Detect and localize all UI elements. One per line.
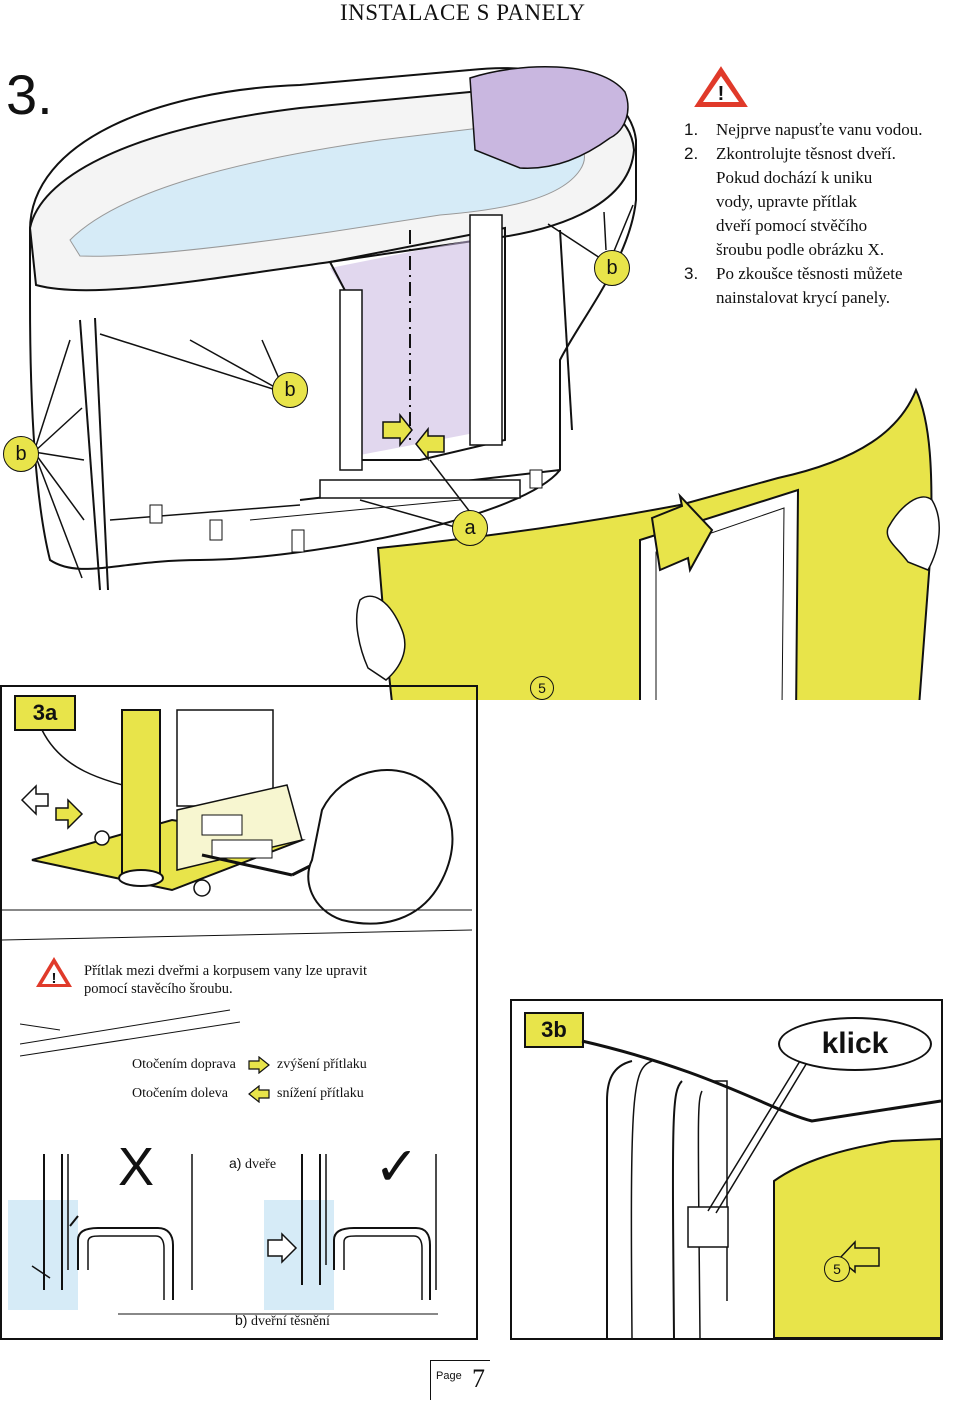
label-b: b) dveřní těsnění <box>235 1312 330 1330</box>
panel-3a <box>0 685 478 1340</box>
arrow-right-icon <box>248 1056 270 1074</box>
instruction-line: Zkontrolujte těsnost dveří. <box>716 144 896 163</box>
page-number: 7 <box>472 1364 485 1393</box>
panel-3b-label: 3b <box>524 1012 584 1048</box>
rotate-right-result: zvýšení přítlaku <box>277 1057 367 1072</box>
instruction-line: Pokud dochází k uniku <box>716 168 873 187</box>
adjust-note: Přítlak mezi dveřmi a korpusem vany lze … <box>84 962 474 998</box>
callout-b: b <box>3 436 39 472</box>
step-number: 3. <box>6 63 53 126</box>
warning-icon: ! <box>694 66 748 107</box>
instruction-number: 3. <box>684 264 699 283</box>
svg-text:!: ! <box>718 83 725 105</box>
adjust-note-line: Přítlak mezi dveřmi a korpusem vany lze … <box>84 963 368 979</box>
callout-5: 5 <box>530 676 554 700</box>
callout-b: b <box>272 372 308 408</box>
adjust-screw-illustration <box>2 709 473 941</box>
page-title: INSTALACE S PANELY <box>340 0 586 25</box>
page-label: Page <box>436 1370 462 1382</box>
right-mark: ✓ <box>374 1137 420 1197</box>
label-a-letter: a) <box>229 1155 242 1171</box>
rotate-left-label: Otočením doleva <box>132 1086 229 1101</box>
label-b-letter: b) <box>235 1312 248 1328</box>
page-footer <box>430 1360 490 1400</box>
floor-lines <box>20 1009 240 1057</box>
hand-icon <box>355 595 406 681</box>
klick-illustration <box>581 1039 941 1338</box>
hand-icon <box>307 769 454 925</box>
label-a-text: dveře <box>244 1157 277 1172</box>
label-a: a) dveře <box>229 1155 276 1173</box>
instruction-1: 1. Nejprve napusťte vanu vodou. <box>684 118 923 142</box>
instruction-line: Nejprve napusťte vanu vodou. <box>716 120 923 139</box>
instruction-line: šroubu podle obrázku X. <box>716 240 885 259</box>
instruction-line: vody, upravte přítlak <box>716 192 857 211</box>
instruction-number: 2. <box>684 144 699 163</box>
wrong-mark: X <box>118 1137 155 1197</box>
rotate-left-result: snížení přítlaku <box>277 1086 364 1101</box>
label-b-text: dveřní těsnění <box>250 1314 330 1329</box>
hand-icon <box>886 496 940 571</box>
instruction-2: 2. Zkontrolujte těsnost dveří. Pokud doch… <box>684 142 896 262</box>
door-seal-diagrams <box>8 1154 438 1315</box>
instruction-3: 3. Po zkoušce těsnosti můžete nainstalova… <box>684 262 903 310</box>
svg-text:!: ! <box>52 970 57 987</box>
callout-a: a <box>452 510 488 546</box>
callout-5: 5 <box>824 1256 850 1282</box>
instruction-line: dveří pomocí stvěčího <box>716 216 868 235</box>
panel-3b <box>510 999 943 1340</box>
instruction-line: Po zkoušce těsnosti můžete <box>716 264 903 283</box>
warning-icon: ! <box>36 957 72 987</box>
arrow-left-icon <box>248 1085 270 1103</box>
panel-3a-label: 3a <box>14 695 76 731</box>
adjust-note-line: pomocí stavěcího šroubu. <box>84 981 233 997</box>
rotate-right-label: Otočením doprava <box>132 1057 236 1072</box>
instruction-number: 1. <box>684 120 699 139</box>
callout-b: b <box>594 250 630 286</box>
instruction-line: nainstalovat krycí panely. <box>716 288 891 307</box>
bathtub-illustration <box>28 65 940 700</box>
klick-bubble: klick <box>778 1017 932 1071</box>
